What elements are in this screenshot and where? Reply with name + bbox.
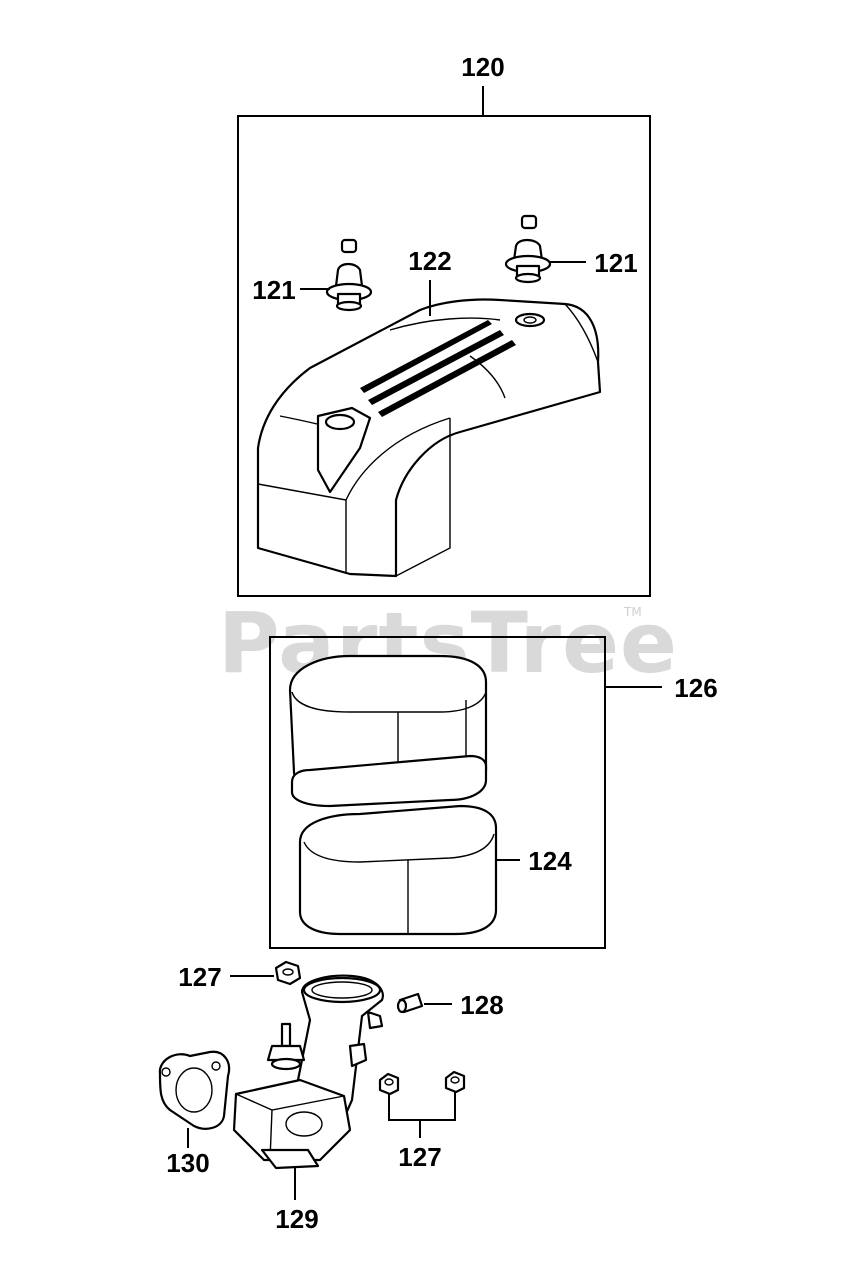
- watermark-trademark: TM: [623, 605, 642, 619]
- leader-127-bottom-bracket: [388, 1092, 456, 1121]
- callout-124[interactable]: 124: [528, 846, 572, 876]
- callout-120[interactable]: 120: [461, 52, 504, 82]
- cover-knob-right[interactable]: [504, 214, 552, 284]
- air-cleaner-base[interactable]: [232, 974, 384, 1170]
- callout-126[interactable]: 126: [674, 673, 717, 703]
- air-cleaner-cover[interactable]: [256, 298, 602, 578]
- callout-121-left[interactable]: 121: [252, 275, 295, 305]
- callout-129[interactable]: 129: [275, 1204, 318, 1234]
- filter-assembly-group: 126 124: [269, 636, 718, 949]
- breather-tube[interactable]: [396, 992, 424, 1014]
- lower-parts-group: 127 128 129: [158, 960, 504, 1234]
- callout-127-bottom[interactable]: 127: [398, 1142, 441, 1172]
- pre-cleaner[interactable]: [298, 804, 498, 936]
- callout-127-top[interactable]: 127: [178, 962, 221, 992]
- cover-assembly-group: 120: [237, 52, 651, 597]
- callout-122[interactable]: 122: [408, 246, 451, 276]
- nut-bottom-right[interactable]: [444, 1070, 466, 1094]
- cover-knob-left[interactable]: [325, 238, 373, 312]
- callout-128[interactable]: 128: [460, 990, 503, 1020]
- cover-assembly-box: [237, 115, 651, 597]
- filter-assembly-box: [269, 636, 606, 949]
- air-filter-element[interactable]: [288, 654, 488, 808]
- gasket[interactable]: [158, 1050, 231, 1130]
- callout-121-right[interactable]: 121: [594, 248, 637, 278]
- nut-bottom-left[interactable]: [378, 1072, 400, 1096]
- nut-top[interactable]: [274, 960, 302, 986]
- callout-130[interactable]: 130: [166, 1148, 209, 1178]
